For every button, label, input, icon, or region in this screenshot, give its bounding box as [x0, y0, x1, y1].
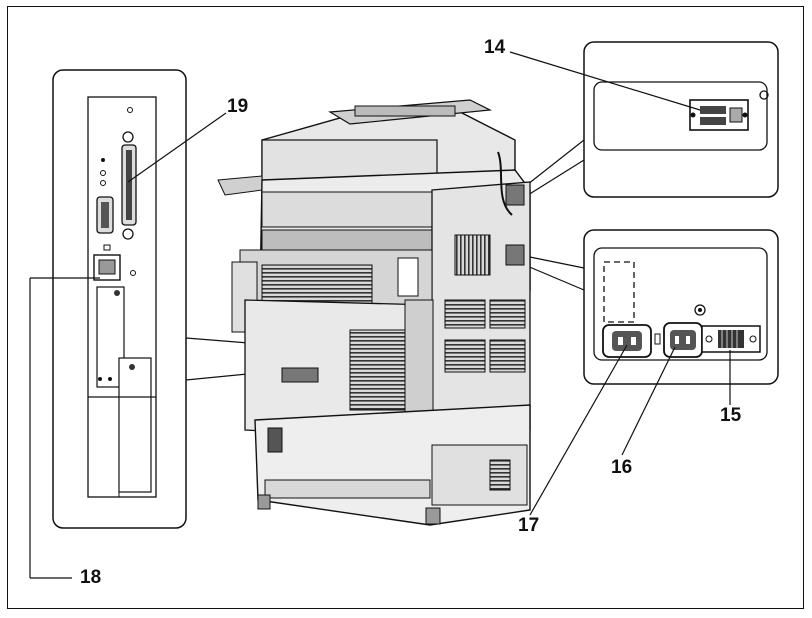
ethernet-port-icon: [93, 244, 121, 281]
power-panel-detail: [583, 229, 779, 385]
interface-panel-detail: [52, 69, 187, 529]
callout-19: 19: [227, 96, 249, 117]
callout-18: 18: [80, 567, 102, 588]
power-inlet-icon: [602, 324, 652, 358]
usb-port-detail: [583, 41, 779, 198]
main-switch-icon: [701, 325, 761, 353]
power-outlet-icon: [663, 322, 703, 358]
callout-17: 17: [518, 515, 540, 536]
serial-port-icon: [96, 196, 114, 234]
usb-port-icon: [689, 99, 749, 131]
callout-14: 14: [484, 37, 506, 58]
copier-machine: [217, 99, 531, 526]
figure-frame: [7, 6, 804, 609]
parallel-port-icon: [121, 131, 137, 240]
leader-lines: [29, 51, 731, 579]
callout-15: 15: [720, 405, 742, 426]
callout-16: 16: [611, 457, 633, 478]
